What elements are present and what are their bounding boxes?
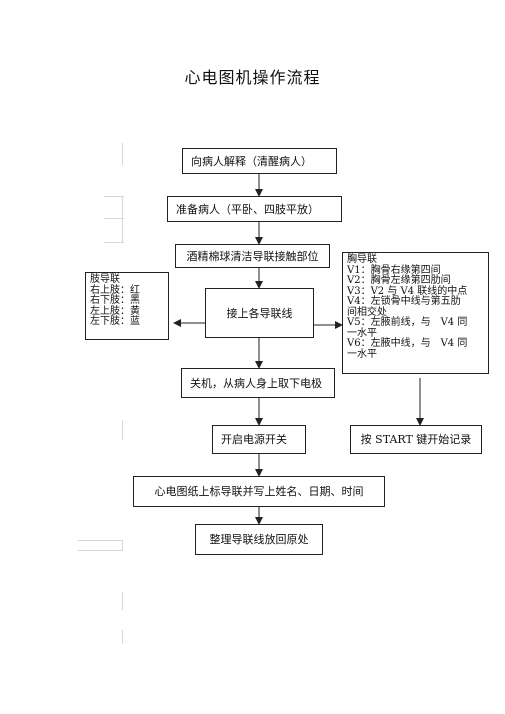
step-press-start-label: 按 START 键开始记录	[360, 433, 472, 446]
chest-lead-v5: V5：左腋前线，与 V4 同	[347, 317, 468, 328]
step-label-paper-label: 心电图纸上标导联并写上姓名、日期、时间	[154, 485, 364, 498]
step-explain: 向病人解释（清醒病人）	[182, 148, 337, 174]
chest-leads-heading: 胸导联	[347, 254, 377, 265]
limb-lead-left-arm: 左上肢：黄	[90, 305, 140, 317]
step-clean-label: 酒精棉球清洁导联接触部位	[186, 249, 319, 263]
limb-lead-right-arm: 右上肢：红	[90, 284, 140, 296]
chest-lead-v3: V3：V2 与 V4 联线的中点	[347, 285, 468, 297]
chest-lead-v5-cont: 一水平	[347, 327, 377, 339]
chest-lead-v4: V4：左锁骨中线与第五肋	[347, 296, 461, 307]
step-connect-label: 接上各导联线	[226, 306, 293, 320]
step-tidy: 整理导联线放回原处	[195, 524, 323, 555]
chest-lead-v1: V1：胸骨右缘第四间	[347, 264, 441, 276]
step-shutdown: 关机，从病人身上取下电极	[181, 368, 335, 398]
limb-leads-box: 肢导联 右上肢：红 右下肢：黑 左上肢：黄 左下肢：蓝	[85, 272, 169, 340]
step-tidy-label: 整理导联线放回原处	[209, 533, 309, 546]
chest-lead-v2: V2：胸骨左缘第四肋间	[347, 275, 451, 286]
step-connect: 接上各导联线	[205, 288, 314, 338]
step-press-start: 按 START 键开始记录	[350, 425, 482, 454]
chest-lead-v6: V6：左腋中线，与 V4 同	[347, 338, 468, 349]
chest-lead-v4-cont: 间相交处	[347, 306, 387, 318]
step-label-paper: 心电图纸上标导联并写上姓名、日期、时间	[133, 476, 385, 507]
page-title: 心电图机操作流程	[184, 68, 321, 87]
step-prepare-label: 准备病人（平卧、四肢平放）	[176, 202, 319, 216]
limb-lead-right-leg: 右下肢：黑	[90, 295, 140, 306]
step-power-on-label: 开启电源开关	[221, 433, 287, 446]
chest-lead-v6-cont: 一水平	[347, 348, 377, 360]
step-clean: 酒精棉球清洁导联接触部位	[175, 244, 330, 268]
step-power-on: 开启电源开关	[212, 425, 306, 454]
step-prepare: 准备病人（平卧、四肢平放）	[167, 196, 342, 222]
chest-leads-box: 胸导联 V1：胸骨右缘第四间 V2：胸骨左缘第四肋间 V3：V2 与 V4 联线…	[342, 252, 489, 374]
step-shutdown-label: 关机，从病人身上取下电极	[190, 376, 322, 390]
limb-lead-left-leg: 左下肢：蓝	[90, 316, 140, 327]
limb-leads-heading: 肢导联	[90, 274, 120, 285]
step-explain-label: 向病人解释（清醒病人）	[191, 154, 312, 168]
